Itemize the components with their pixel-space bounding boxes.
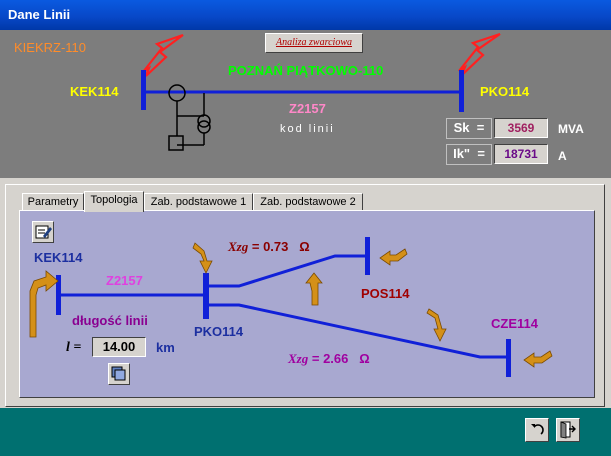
window-title: Dane Linii — [8, 7, 71, 22]
xzg2-label: Xzg — [288, 351, 309, 366]
topo-pos-node: POS114 — [361, 286, 410, 301]
ik-label: Ik" — [453, 146, 471, 161]
tab-area: Parametry Topologia Zab. podstawowe 1 Za… — [0, 178, 611, 408]
tab-panel-frame — [5, 184, 605, 407]
length-symbol-text: l — [66, 340, 70, 355]
sk-eq: = — [476, 120, 485, 135]
copy-button[interactable] — [108, 363, 130, 385]
length-input[interactable]: 14.00 — [92, 337, 146, 357]
topo-cze-node: CZE114 — [491, 316, 538, 331]
ik-label-box: Ik" = — [446, 144, 492, 165]
line-code: Z2157 — [289, 101, 326, 116]
length-caption: długość linii — [72, 313, 148, 328]
topology-graphics — [29, 237, 553, 377]
bent-arrow-icon — [29, 270, 59, 338]
lightning-icon — [458, 32, 501, 76]
line-name: POZNAŃ PIĄTKOWO-110 — [228, 63, 384, 78]
bent-arrow-icon — [192, 242, 213, 274]
line-schematic-header: KIEKRZ-110 Analiza zwarciowa POZNAŃ PIĄT… — [0, 30, 611, 178]
xzg1-label: Xzg — [228, 239, 249, 254]
ik-eq: = — [477, 146, 485, 161]
ik-unit: A — [558, 149, 567, 163]
bent-arrow-icon — [379, 248, 408, 266]
undo-button[interactable] — [525, 418, 549, 442]
exit-door-icon — [560, 421, 576, 439]
xzg1-reading: Xzg = 0.73 Ω — [228, 239, 310, 255]
sk-value: 3569 — [494, 118, 548, 138]
topo-line-code: Z2157 — [106, 273, 143, 288]
xzg2-unit: Ω — [359, 351, 370, 366]
xzg2-reading: Xzg = 2.66 Ω — [288, 351, 370, 367]
xzg1-unit: Ω — [299, 239, 310, 254]
bent-arrow-icon — [523, 350, 553, 368]
undo-icon — [531, 424, 544, 435]
topology-content: KEK114 Z2157 długość linii l = 14.00 km … — [19, 210, 595, 398]
xzg1-value: = 0.73 — [251, 239, 289, 254]
xzg2-value: = 2.66 — [311, 351, 349, 366]
right-node-label: PKO114 — [480, 84, 530, 99]
ik-value: 18731 — [494, 144, 548, 164]
edit-button[interactable] — [32, 221, 54, 243]
left-node-label: KEK114 — [70, 84, 119, 99]
footer-bar — [0, 408, 611, 456]
tab-zab-podstawowe-2[interactable]: Zab. podstawowe 2 — [253, 193, 363, 211]
tab-topologia[interactable]: Topologia — [84, 191, 144, 212]
title-bar: Dane Linii — [0, 0, 611, 30]
analysis-button[interactable]: Analiza zwarciowa — [265, 33, 363, 53]
sk-label-box: Sk = — [446, 118, 492, 139]
copy-icon — [111, 366, 126, 381]
line-code-caption: kod linii — [280, 123, 335, 135]
edit-icon — [35, 225, 52, 239]
bent-arrow-icon — [426, 308, 447, 342]
topo-pko-node: PKO114 — [194, 324, 244, 339]
lightning-icon — [142, 33, 184, 77]
station-label: KIEKRZ-110 — [14, 40, 87, 55]
bent-arrow-icon — [305, 272, 323, 306]
tab-zab-podstawowe-1[interactable]: Zab. podstawowe 1 — [144, 193, 253, 211]
exit-button[interactable] — [556, 418, 580, 442]
length-symbol: l = — [66, 340, 81, 356]
sk-label: Sk — [453, 120, 470, 135]
length-unit: km — [156, 340, 175, 355]
tab-parametry[interactable]: Parametry — [22, 193, 84, 211]
topo-kek-node: KEK114 — [34, 250, 83, 265]
length-eq: = — [73, 340, 82, 355]
schematic-graphics — [141, 32, 501, 151]
sk-unit: MVA — [558, 122, 584, 136]
